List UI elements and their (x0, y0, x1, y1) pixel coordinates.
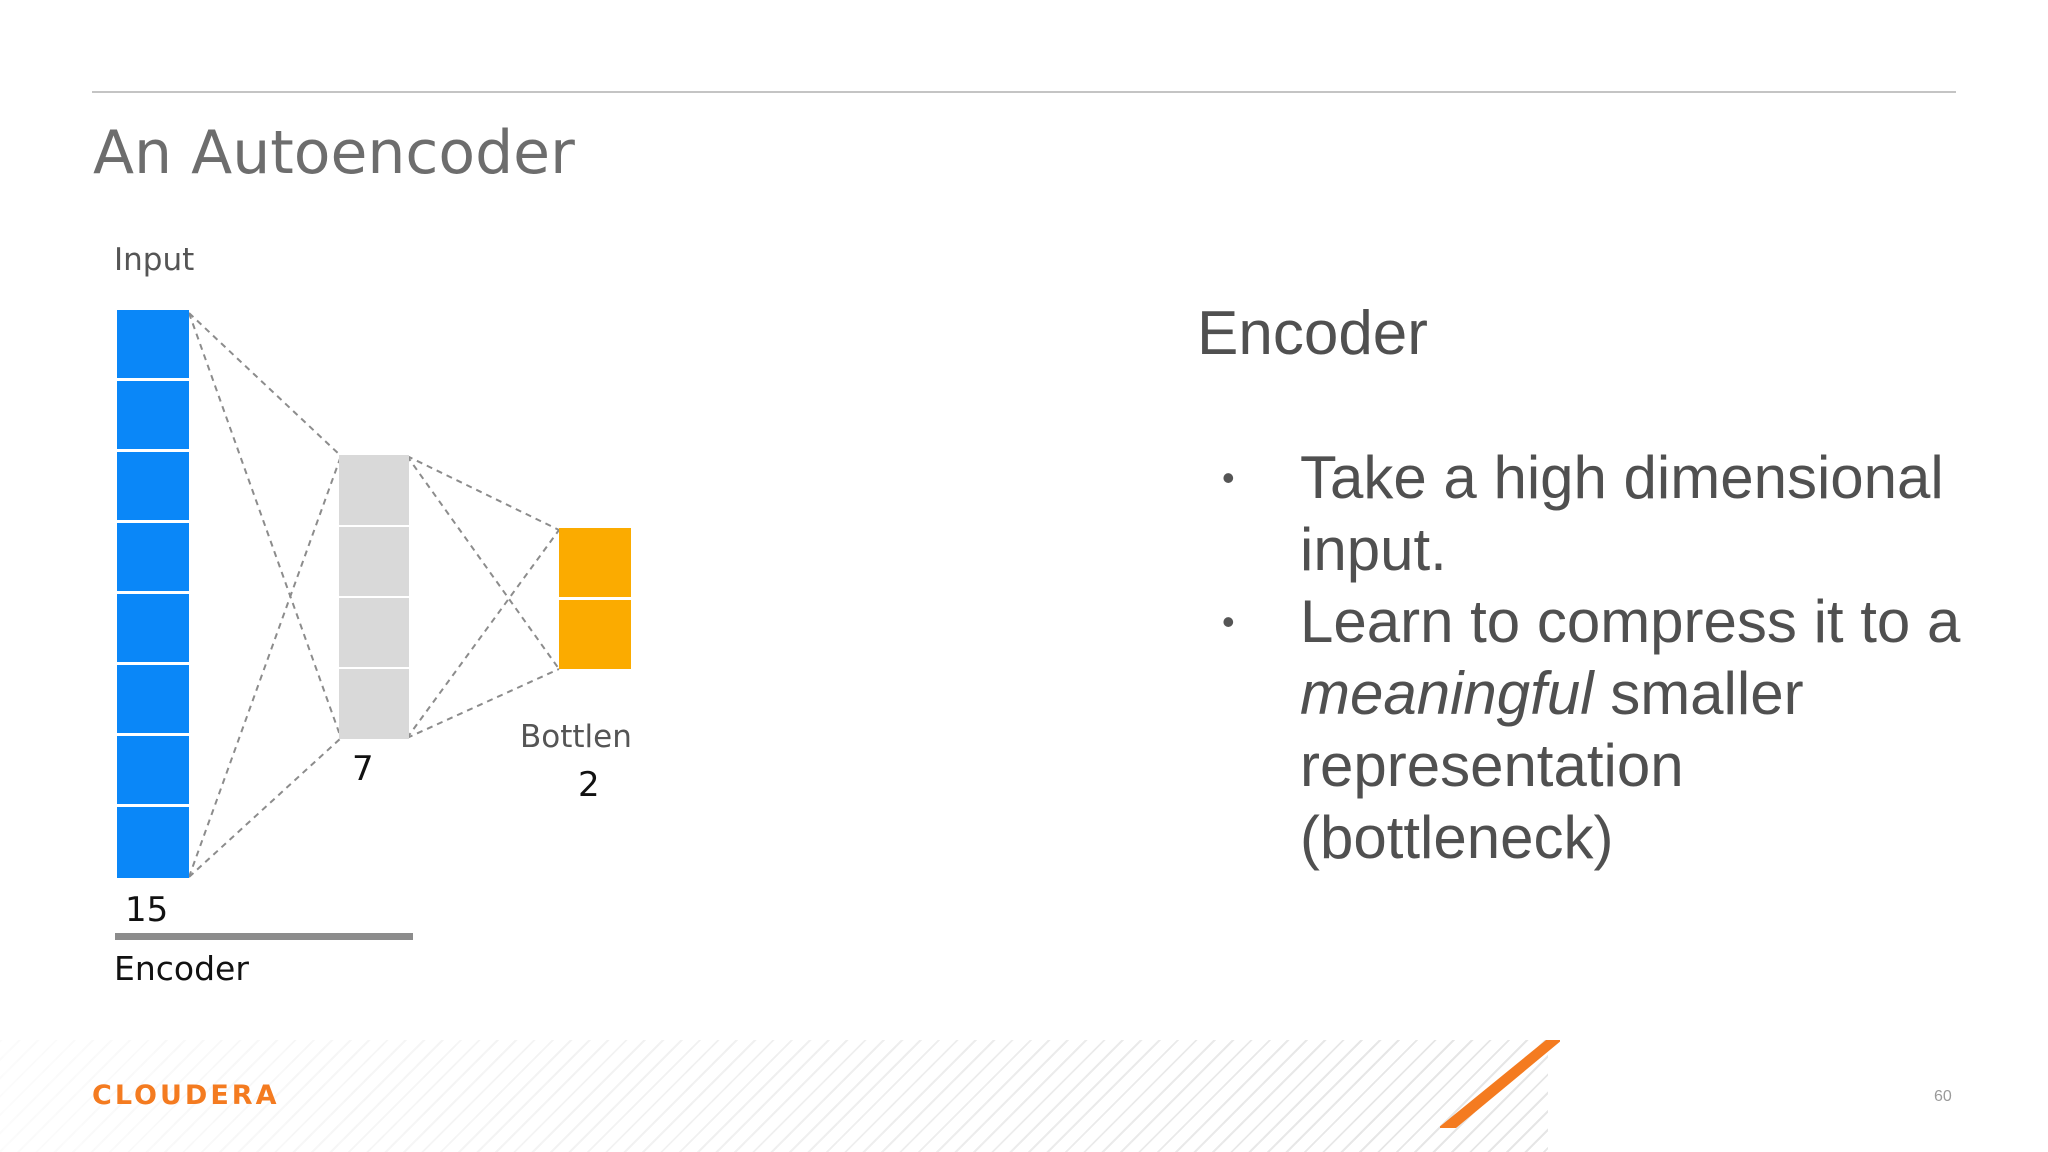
input-cell (117, 594, 189, 662)
input-cell (117, 736, 189, 804)
bottleneck-size-label: 2 (578, 765, 600, 805)
hidden-layer (339, 455, 409, 739)
bottleneck-cell (559, 528, 631, 597)
input-cell (117, 452, 189, 520)
bullet-text-part: smaller representation (bottleneck) (1300, 660, 1804, 871)
slide-title: An Autoencoder (93, 118, 575, 188)
connection-line (188, 312, 342, 457)
bottleneck-layer (559, 528, 631, 669)
hidden-cell (339, 527, 409, 596)
bullet-marker: • (1222, 601, 1235, 642)
bottleneck-label: Bottlen (520, 719, 632, 755)
footer-accent-stripe (1440, 1040, 1560, 1128)
page-number: 60 (1934, 1088, 1952, 1105)
bottleneck-cell (559, 600, 631, 669)
connection-line (188, 455, 342, 878)
cloudera-logo: CLOUDERA (92, 1080, 280, 1111)
bullet-item: • Learn to compress it to a meaningful s… (1222, 586, 1982, 874)
bullet-text: Learn to compress it to a meaningful sma… (1300, 586, 1982, 874)
connection-line (188, 312, 342, 739)
bullet-text-part: Learn to compress it to a (1300, 588, 1961, 655)
content-heading: Encoder (1197, 299, 1428, 368)
bullet-emphasis: meaningful (1300, 660, 1594, 727)
connection-line (406, 455, 560, 531)
encoder-section-label: Encoder (114, 949, 249, 988)
connection-line (406, 668, 560, 739)
bullet-marker: • (1222, 457, 1235, 498)
input-cell (117, 523, 189, 591)
encoder-bracket (115, 933, 413, 940)
title-divider (92, 91, 1956, 93)
input-size-label: 15 (125, 890, 168, 930)
bullet-text: Take a high dimensional input. (1300, 444, 1944, 583)
input-label: Input (114, 242, 194, 278)
hidden-cell (339, 455, 409, 525)
hidden-cell (339, 598, 409, 667)
connection-line (406, 455, 560, 670)
input-cell (117, 665, 189, 733)
input-layer (117, 310, 189, 878)
bullet-list: • Take a high dimensional input. • Learn… (1222, 442, 1982, 874)
connection-lines (188, 312, 560, 878)
input-cell (117, 381, 189, 449)
bullet-item: • Take a high dimensional input. (1222, 442, 1982, 586)
connection-line (188, 737, 342, 878)
accent-stripe-shape (1440, 1040, 1560, 1128)
input-cell (117, 807, 189, 878)
input-cell (117, 310, 189, 378)
autoencoder-diagram: Input 15 7 Bottlen 2 Encoder (114, 242, 632, 988)
connection-line (406, 529, 560, 739)
hidden-size-label: 7 (352, 749, 374, 789)
footer-hatch-pattern (0, 1040, 1548, 1152)
hidden-cell (339, 669, 409, 739)
